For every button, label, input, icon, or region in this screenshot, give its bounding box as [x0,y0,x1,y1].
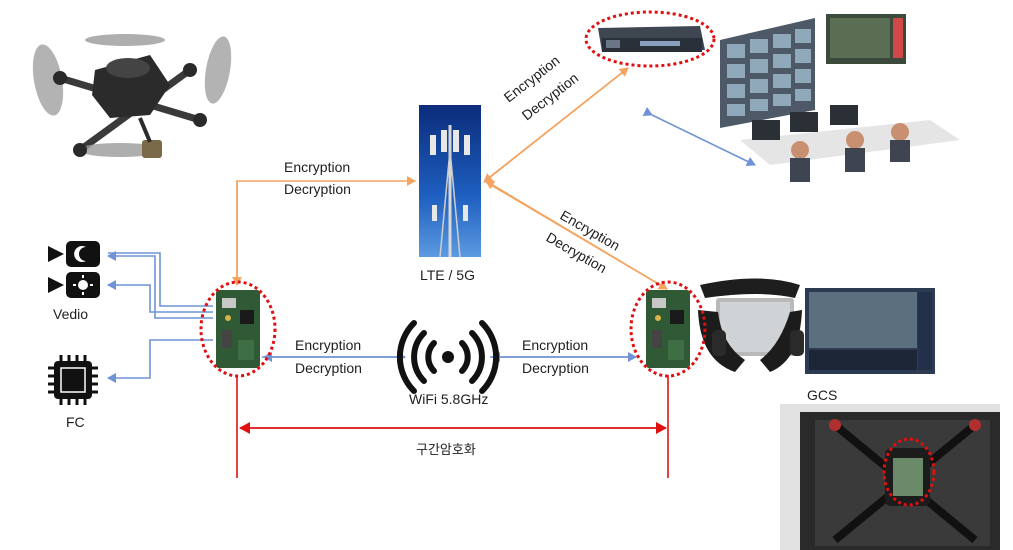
night-camera-icon [48,241,100,267]
lte-links [232,67,668,290]
drone-board-highlight [199,280,277,378]
section-encryption-span [236,375,669,478]
wifi-label: WiFi 5.8GHz [409,391,489,407]
drone-icon [32,34,232,158]
drone-crypto-board [216,290,260,368]
peripheral-links [107,251,213,383]
drone-wifi-label-1: Encryption [295,337,362,353]
control-room-icon [720,14,960,182]
video-label: Vedio [53,306,89,322]
drone-lte-label-2: Decryption [284,181,351,197]
gcs-label: GCS [807,387,838,403]
cell-tower-icon [419,105,481,258]
section-encryption-label: 구간암호화 [416,442,476,457]
drone-top-view-photo [780,404,1000,550]
gcs-controller-icon [698,278,935,374]
wifi-gcs-label-1: Encryption [522,337,589,353]
server-rack-icon [598,26,705,52]
day-camera-icon [48,272,100,298]
lte-label: LTE / 5G [420,267,475,283]
drone-lte-label-1: Encryption [284,159,351,175]
drone-wifi-label-2: Decryption [295,360,362,376]
chip-icon [48,355,98,405]
gcs-crypto-board [646,290,690,368]
wifi-gcs-label-2: Decryption [522,360,589,376]
fc-label: FC [66,414,85,430]
wifi-icon [396,320,500,394]
server-control-link [642,107,756,167]
server-highlight [584,10,716,68]
